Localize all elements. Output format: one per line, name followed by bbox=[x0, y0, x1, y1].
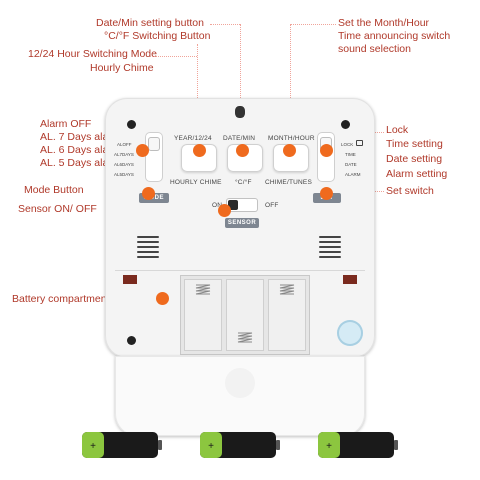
switch-position-label: ALARM bbox=[345, 172, 361, 177]
hanging-hole bbox=[235, 106, 245, 118]
sensor-toggle[interactable] bbox=[226, 198, 258, 212]
marker-dot bbox=[142, 187, 155, 200]
toggle-knob[interactable] bbox=[228, 200, 238, 210]
switch-position-label: AL6DAYS bbox=[114, 162, 134, 167]
sensor-label: SENSOR bbox=[225, 218, 259, 228]
alarm-setting-annotation: Alarm setting bbox=[386, 168, 448, 180]
cover-clip bbox=[123, 275, 137, 284]
battery-compartment[interactable] bbox=[180, 275, 310, 355]
compartment-edge bbox=[115, 270, 365, 271]
svg-text:+: + bbox=[208, 441, 214, 452]
screw-hole bbox=[127, 336, 136, 345]
battery-icon: + bbox=[200, 432, 280, 458]
cover-thumb-grip bbox=[225, 368, 255, 398]
year-button-label: YEAR/12/24 bbox=[174, 135, 212, 142]
switch-position-label: DATE bbox=[345, 162, 357, 167]
battery-cover[interactable] bbox=[115, 356, 365, 436]
marker-dot bbox=[320, 144, 333, 157]
date-setting-annotation: Date setting bbox=[386, 153, 443, 165]
sound-selection-annotation: sound selection bbox=[338, 43, 411, 55]
lock-annotation: Lock bbox=[386, 124, 409, 136]
date-button-label: DATE/MIN bbox=[223, 135, 256, 142]
hourly-chime-annotation: Hourly Chime bbox=[90, 62, 154, 74]
c-f-switching-annotation: °C/°F Switching Button bbox=[104, 30, 211, 42]
switch-position-label: ALOFF bbox=[117, 142, 132, 147]
leader-line bbox=[240, 24, 241, 146]
marker-dot bbox=[136, 144, 149, 157]
lock-icon bbox=[356, 140, 363, 146]
set-mode-slider[interactable] bbox=[317, 132, 335, 182]
switch-position-label: TIME bbox=[345, 152, 356, 157]
marker-dot bbox=[283, 144, 296, 157]
chime-tunes-label: CHIME/TUNES bbox=[265, 179, 312, 186]
slider-knob[interactable] bbox=[148, 137, 160, 151]
battery-spring-icon bbox=[195, 284, 211, 295]
battery-compartment-annotation: Battery compartment bbox=[12, 293, 110, 305]
sensor-on-label: ON bbox=[212, 202, 223, 209]
switch-position-label: AL7DAYS bbox=[114, 152, 134, 157]
screw-hole bbox=[341, 120, 350, 129]
cover-clip bbox=[343, 275, 357, 284]
marker-dot bbox=[218, 204, 231, 217]
battery-icon: + bbox=[318, 432, 398, 458]
cf-label: °C/°F bbox=[235, 179, 252, 186]
time-setting-annotation: Time setting bbox=[386, 138, 443, 150]
al-5-days-annotation: AL. 5 Days alarm bbox=[40, 157, 121, 169]
hourly-chime-label: HOURLY CHIME bbox=[170, 179, 222, 186]
marker-dot bbox=[236, 144, 249, 157]
leader-line bbox=[150, 56, 197, 57]
marker-dot bbox=[193, 144, 206, 157]
switch-position-label: LOCK bbox=[341, 142, 354, 147]
svg-text:+: + bbox=[326, 441, 332, 452]
battery-spring-icon bbox=[237, 332, 253, 343]
set-switch-annotation: Set switch bbox=[386, 185, 434, 197]
sensor-on-off-annotation: Sensor ON/ OFF bbox=[18, 203, 97, 215]
seal-sticker bbox=[337, 320, 363, 346]
al-6-days-annotation: AL. 6 Days alarm bbox=[40, 144, 121, 156]
marker-dot bbox=[320, 187, 333, 200]
date-min-setting-annotation: Date/Min setting button bbox=[96, 17, 204, 29]
leader-line bbox=[210, 24, 240, 25]
month-button-label: MONTH/HOUR bbox=[268, 135, 315, 142]
sensor-off-label: OFF bbox=[265, 202, 279, 209]
battery-spring-icon bbox=[279, 284, 295, 295]
mode-button[interactable]: MODE bbox=[139, 193, 169, 203]
mode-button-annotation: Mode Button bbox=[24, 184, 84, 196]
leader-line bbox=[290, 24, 291, 146]
battery-icon: + bbox=[82, 432, 162, 458]
switch-position-label: AL5DAYS bbox=[114, 172, 134, 177]
hour-mode-switching-annotation: 12/24 Hour Switching Mode bbox=[28, 48, 157, 60]
svg-text:+: + bbox=[90, 441, 96, 452]
set-month-hour-annotation: Set the Month/Hour bbox=[338, 17, 430, 29]
leader-line bbox=[290, 24, 336, 25]
marker-dot bbox=[156, 292, 169, 305]
al-7-days-annotation: AL. 7 Days alarm bbox=[40, 131, 121, 143]
screw-hole bbox=[127, 120, 136, 129]
leader-line bbox=[197, 44, 198, 144]
alarm-off-annotation: Alarm OFF bbox=[40, 118, 92, 130]
alarm-mode-slider[interactable] bbox=[145, 132, 163, 182]
time-announcing-annotation: Time announcing switch bbox=[338, 30, 451, 42]
